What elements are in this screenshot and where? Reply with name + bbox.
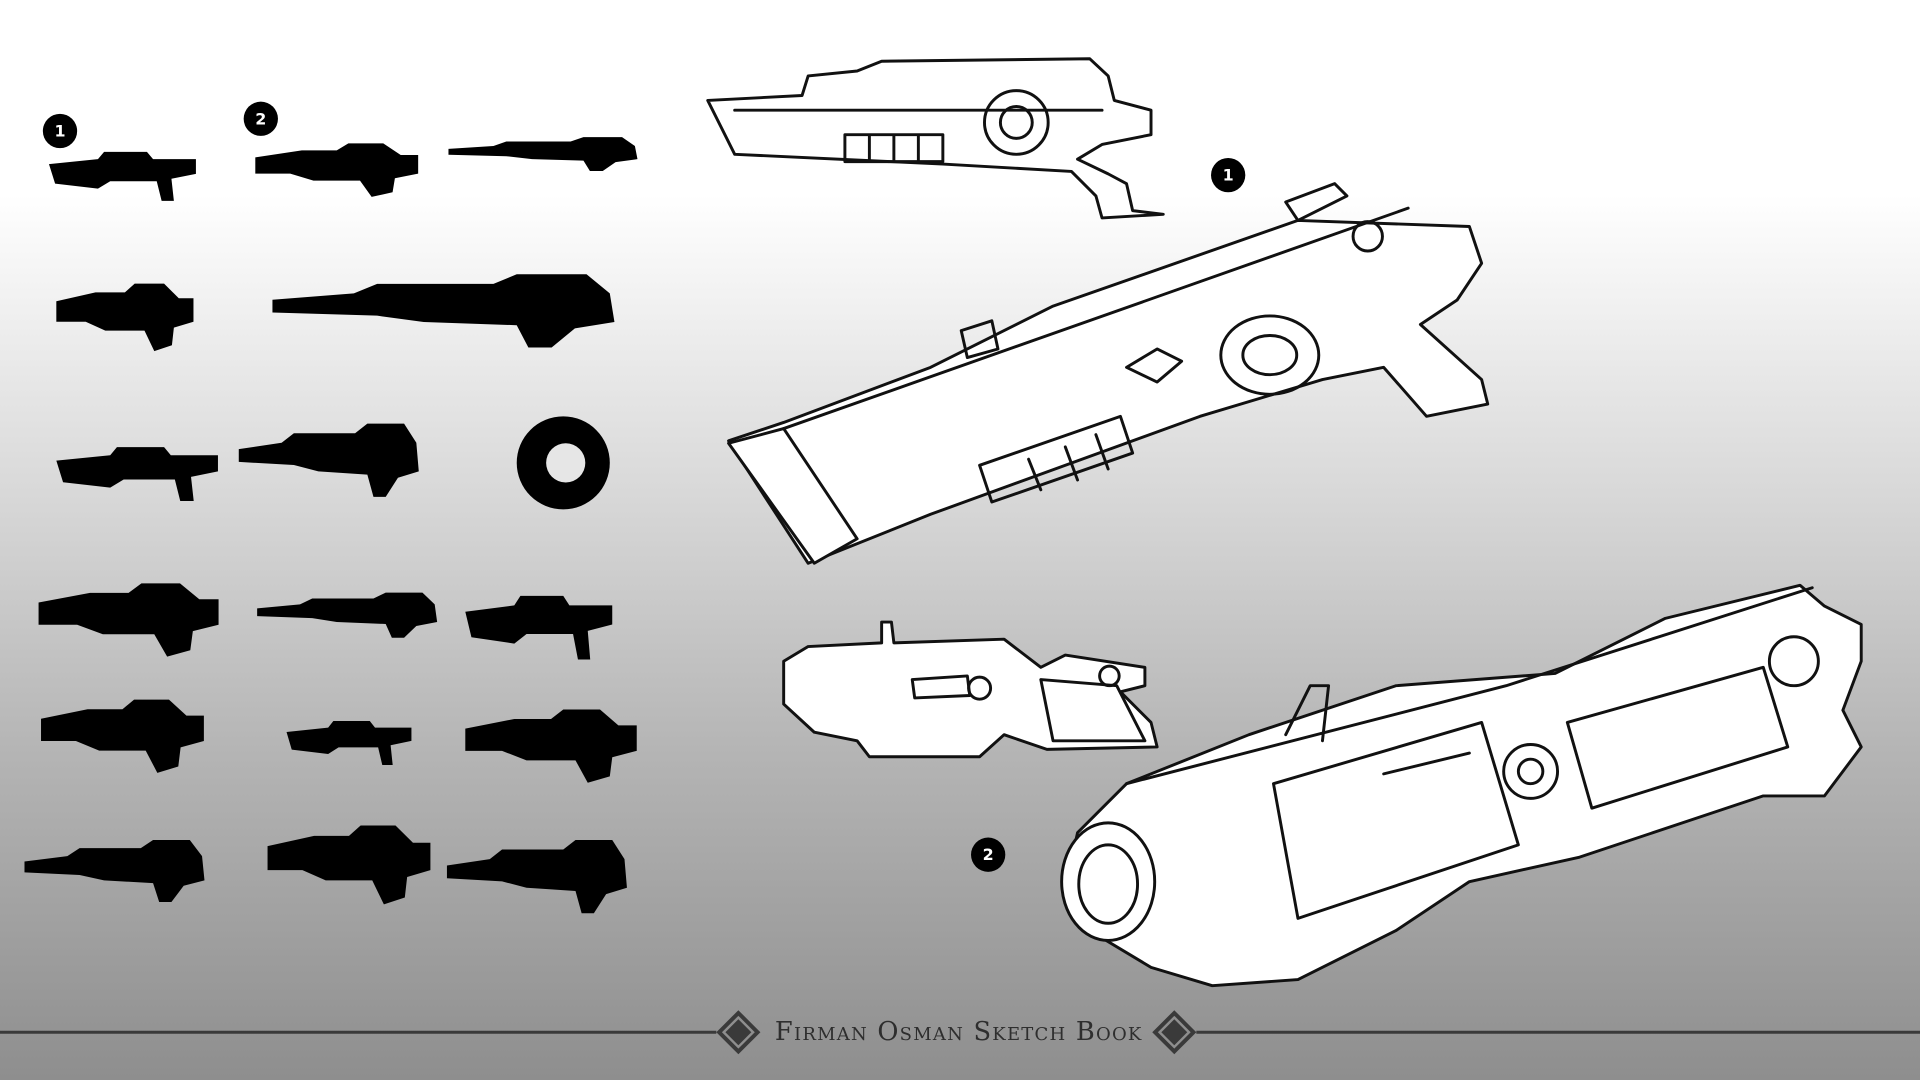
silhouette-8-hole	[546, 443, 586, 483]
silhouette-5	[272, 274, 615, 348]
badge-sketch-1: 1	[1211, 157, 1246, 193]
footer: Firman Osman Sketch Book	[0, 1010, 1920, 1055]
silhouette-2	[255, 143, 419, 197]
silhouette-10	[257, 592, 438, 638]
silhouette-15	[24, 840, 205, 902]
silhouette-17	[446, 840, 627, 914]
sketch-top-pistol	[706, 57, 1165, 220]
silhouette-16	[267, 825, 431, 905]
silhouette-7	[238, 423, 419, 497]
svg-text:2: 2	[255, 109, 266, 128]
footer-ornament-right-icon	[1152, 1010, 1197, 1055]
svg-text:1: 1	[1223, 166, 1234, 185]
silhouette-12	[41, 699, 204, 773]
sketch-2-small	[782, 620, 1159, 759]
footer-ornament-left-icon	[716, 1010, 761, 1055]
thumbnail-grid	[24, 137, 638, 914]
silhouette-1	[48, 151, 196, 201]
badge-sketch-2: 2	[971, 837, 1006, 872]
footer-title: Firman Osman Sketch Book	[775, 1017, 1143, 1047]
badge-thumb-2: 2	[243, 101, 278, 136]
silhouette-3	[448, 137, 638, 171]
silhouette-9	[38, 583, 219, 657]
sketch-2-cannon	[1060, 583, 1863, 988]
sketch-1-rifle	[727, 182, 1490, 565]
silhouette-13	[286, 720, 412, 766]
silhouette-4	[56, 283, 194, 352]
silhouette-11	[465, 595, 613, 660]
svg-text:1: 1	[54, 122, 65, 141]
badge-thumb-1: 1	[42, 113, 78, 149]
silhouette-14	[465, 709, 637, 783]
svg-text:2: 2	[983, 845, 994, 864]
silhouette-6	[56, 447, 218, 502]
